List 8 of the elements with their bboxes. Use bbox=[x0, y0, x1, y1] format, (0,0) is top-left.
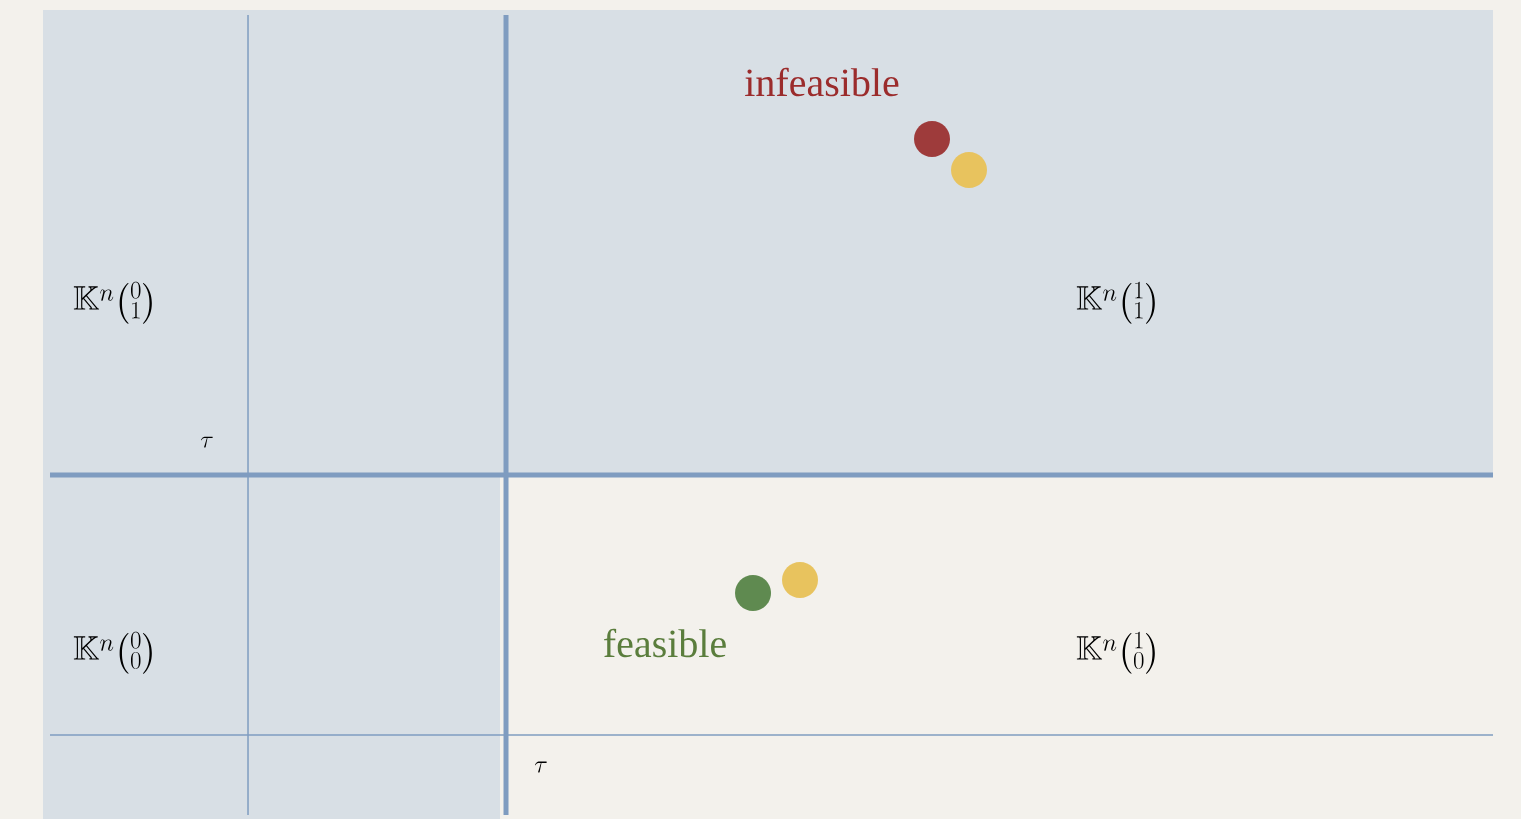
math-label: $\mathbb{K}^{n}\binom{1}{0}$ bbox=[1076, 631, 1155, 674]
math-label: $\mathbb{K}^{n}\binom{1}{1}$ bbox=[1076, 281, 1155, 324]
region-label: feasible bbox=[604, 628, 726, 658]
region-label: infeasible bbox=[745, 67, 899, 97]
math-label: $\mathbb{K}^{n}\binom{0}{1}$ bbox=[73, 281, 152, 324]
math-label: $\tau$ bbox=[534, 761, 547, 773]
math-label: $\mathbb{K}^{n}\binom{0}{0}$ bbox=[73, 631, 152, 674]
math-label: $\tau$ bbox=[201, 436, 213, 448]
